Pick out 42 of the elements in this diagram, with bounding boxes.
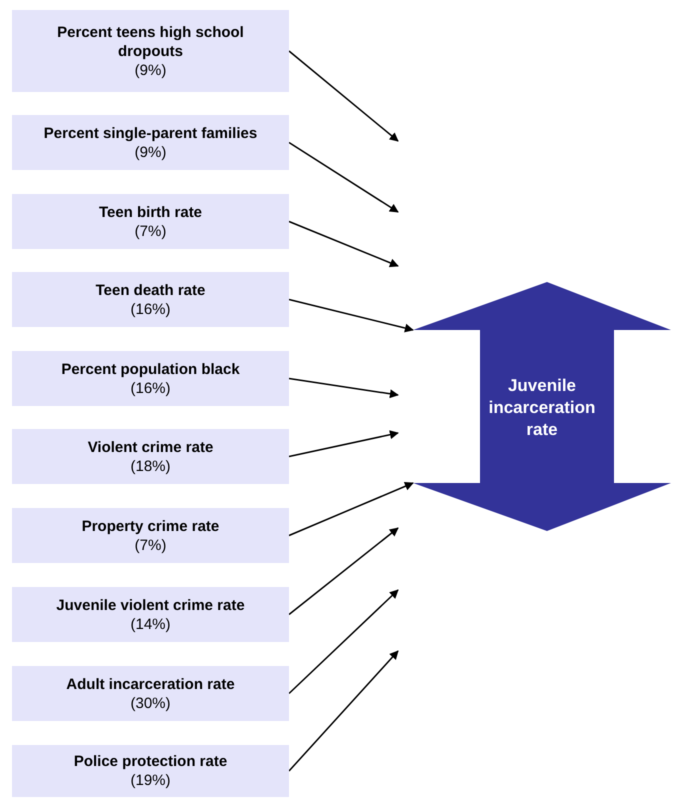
factor-box (12, 115, 289, 170)
arrow (288, 589, 399, 694)
factor-name: Violent crime rate (88, 438, 214, 456)
factor-name: Teen death rate (96, 280, 206, 300)
arrow (288, 378, 399, 398)
arrow (288, 50, 399, 142)
factor-percent: (9%) (134, 60, 166, 80)
factor-box (12, 666, 289, 721)
factor-percent: (18%) (130, 456, 170, 476)
factor-percent: (7%) (134, 222, 166, 240)
factor-name: Property crime rate (82, 516, 220, 536)
factor-percent: (30%) (130, 694, 170, 712)
arrow (288, 527, 399, 616)
factor-name: Adult incarceration rate (66, 674, 235, 694)
factor-percent: (7%) (134, 536, 166, 554)
factor-percent: (9%) (134, 142, 166, 162)
factor-box (12, 587, 289, 642)
factor-box (12, 272, 289, 327)
arrow (288, 650, 399, 772)
factor-box (12, 351, 289, 406)
factor-name: Teen birth rate (98, 202, 202, 222)
double-arrow-shape (413, 282, 671, 531)
factor-name: Juvenile violent crime rate (56, 596, 245, 614)
factor-box (12, 508, 289, 563)
factor-box (12, 194, 289, 249)
arrow (288, 482, 414, 536)
factor-name: Percent teens high school dropouts (56, 22, 245, 60)
factor-box (12, 429, 289, 484)
factor-percent: (19%) (130, 771, 170, 790)
arrow (288, 142, 399, 213)
arrow (288, 298, 414, 332)
factor-name: Percent single-parent families (44, 124, 258, 142)
factor-percent: (16%) (130, 378, 170, 398)
factor-percent: (16%) (130, 300, 170, 318)
factor-percent: (14%) (130, 614, 170, 634)
factor-box (12, 10, 289, 92)
arrow-label: Juvenile incarceration rate (488, 374, 596, 440)
factor-name: Police protection rate (74, 752, 228, 771)
factor-box (12, 745, 289, 797)
arrow (288, 430, 399, 458)
factor-name: Percent population black (61, 360, 240, 378)
arrow (288, 220, 399, 268)
